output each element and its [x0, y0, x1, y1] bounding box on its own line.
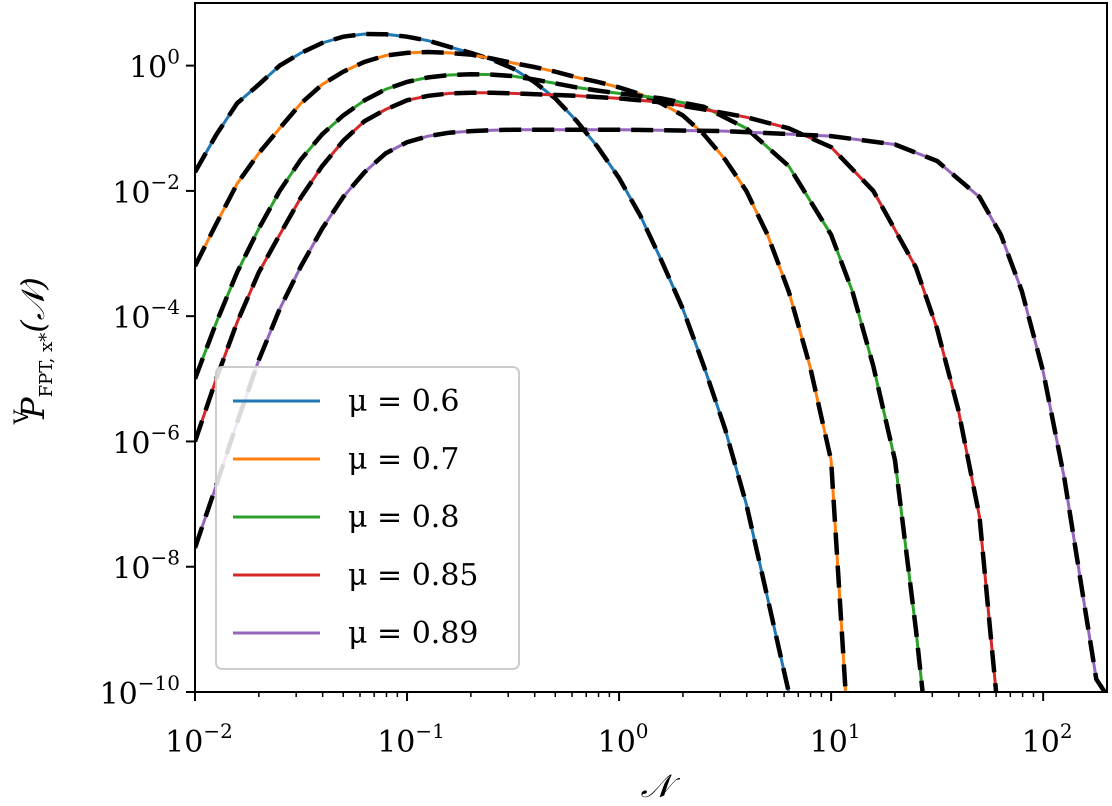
fit-line-0	[195, 31, 791, 692]
plot-frame	[194, 2, 1108, 693]
y-tick-label: 10−10	[100, 671, 180, 712]
x-tick-label: 102	[1022, 719, 1073, 760]
x-axis-label: 𝒩	[641, 767, 681, 805]
series-layer	[195, 31, 1107, 692]
legend-label: μ = 0.7	[348, 442, 459, 477]
legend-label: μ = 0.6	[348, 384, 459, 419]
ticks-layer: 10−2 10−1 100 101 102 10−10 10−8 10−6 10−4 10−2 10…	[100, 45, 1073, 760]
fit-line-2	[195, 71, 925, 692]
fit-line-1	[195, 49, 848, 692]
y-tick-label: 100	[129, 45, 180, 86]
legend-label: μ = 0.8	[348, 500, 459, 535]
y-tick-label: 10−6	[112, 420, 180, 461]
y-axis-label-sup: V	[9, 409, 33, 425]
y-tick-label: 10−2	[112, 170, 180, 211]
legend: μ = 0.6 μ = 0.7 μ = 0.8 μ = 0.85 μ = 0.89	[215, 366, 520, 670]
y-tick-label: 10−8	[112, 546, 180, 587]
legend-label: μ = 0.89	[348, 616, 479, 651]
y-axis-label-sub: FPT, x*	[36, 333, 57, 398]
y-tick-label: 10−4	[112, 295, 180, 336]
fit-line-3	[195, 90, 999, 692]
svg-text:PFPT, x*(𝒩): PFPT, x*(𝒩)	[14, 277, 57, 420]
y-axis-label-main: P	[14, 397, 52, 420]
x-tick-label: 100	[598, 719, 649, 760]
y-axis-label: PFPT, x*(𝒩) V	[9, 277, 57, 425]
legend-label: μ = 0.85	[348, 558, 479, 593]
fit-line-4	[195, 127, 1107, 692]
x-tick-label: 10−2	[165, 719, 233, 760]
legend-box	[215, 366, 520, 670]
x-tick-label: 101	[810, 719, 861, 760]
y-axis-label-arg: (𝒩)	[14, 277, 52, 333]
x-tick-label: 10−1	[377, 719, 445, 760]
